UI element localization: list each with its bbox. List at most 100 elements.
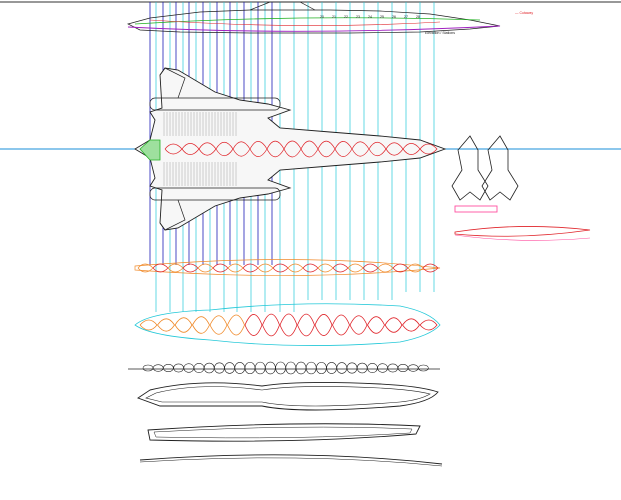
spine-ring <box>234 362 246 374</box>
side-frame-rings <box>137 263 439 273</box>
spine-ring <box>356 362 368 374</box>
spine-ring <box>183 363 195 373</box>
side-frame-ring <box>242 263 259 273</box>
thin-curve-part-2 <box>139 457 443 467</box>
lens-frame-ring <box>227 314 245 336</box>
side-frame-ring <box>152 263 169 273</box>
spine-ring <box>407 364 419 372</box>
spine-ring <box>275 361 286 375</box>
legend-note: — Cutaway <box>515 11 533 15</box>
station-label: 28 <box>416 15 420 19</box>
detail-bracket-left <box>451 135 489 201</box>
side-frame-ring <box>377 263 394 273</box>
lens-frame-ring <box>279 313 298 337</box>
spine-ring <box>367 363 378 373</box>
fuselage-plan-outline <box>134 303 441 346</box>
thin-curve-part[interactable] <box>139 454 443 465</box>
spine-ring <box>244 361 256 375</box>
station-label: 27 <box>404 15 408 19</box>
side-frame-ring <box>212 263 229 273</box>
spine-ring <box>295 361 307 375</box>
station-label: 23 <box>356 15 360 19</box>
spine-ring <box>285 361 297 375</box>
side-frame-ring <box>332 263 349 273</box>
side-frame-ring <box>422 263 439 273</box>
long-strip-part[interactable] <box>147 423 421 442</box>
keel-inner-outline <box>145 386 431 407</box>
lens-frame-rings <box>139 313 438 337</box>
detail-pink-spar <box>454 226 591 237</box>
spine-ring <box>163 364 174 372</box>
spine-chain-part[interactable] <box>128 361 440 375</box>
side-frame-ring <box>257 263 274 273</box>
detail-bracket-right <box>481 135 519 201</box>
station-label: 20 <box>320 15 324 19</box>
plan-ribs <box>163 112 237 186</box>
side-canopy <box>249 1 316 11</box>
detail-pink-plate <box>454 205 498 213</box>
spine-ring <box>214 362 225 374</box>
fuselage-plan-frames[interactable] <box>134 303 441 346</box>
spine-ring <box>397 364 409 372</box>
lens-frame-ring <box>332 314 350 336</box>
plan-fuselage-frames <box>164 140 438 158</box>
side-frame-ring <box>227 263 244 273</box>
side-frame-ring <box>362 263 379 273</box>
left-nacelle <box>149 97 281 111</box>
station-label: 22 <box>344 15 348 19</box>
spine-ring <box>203 362 215 374</box>
side-green-profile <box>134 17 481 25</box>
spine-ring <box>193 363 205 373</box>
station-label: 25 <box>380 15 384 19</box>
lens-frame-ring <box>349 315 368 335</box>
side-frame-ring <box>272 263 289 273</box>
spine-ring <box>305 361 317 375</box>
lens-frame-ring <box>157 318 175 332</box>
lens-frame-ring <box>209 315 228 335</box>
spine-ring <box>346 362 358 374</box>
lens-frame-ring <box>244 314 263 336</box>
side-frame-ring <box>302 263 319 273</box>
spine-ring <box>224 362 235 374</box>
lens-frame-ring <box>384 317 403 333</box>
long-strip-inner <box>153 426 413 439</box>
lens-frame-ring <box>314 314 333 336</box>
lens-frame-ring <box>192 316 210 334</box>
lens-frame-ring <box>419 319 438 331</box>
station-label: 24 <box>368 15 372 19</box>
fuselage-side-outline <box>134 259 441 276</box>
side-red-profile <box>149 19 441 26</box>
plan-view-aircraft[interactable] <box>134 67 447 231</box>
spine-ring <box>326 362 337 374</box>
side-frame-ring <box>197 263 214 273</box>
spine-chain-rings <box>142 361 429 375</box>
side-purple-profile <box>127 25 501 32</box>
keel-outline-part[interactable] <box>137 381 439 411</box>
lens-frame-ring <box>262 313 280 337</box>
left-tail <box>159 67 186 99</box>
fuselage-frame <box>419 143 438 155</box>
side-frame-ring <box>317 263 334 273</box>
station-label: 26 <box>392 15 396 19</box>
spine-ring <box>142 364 154 372</box>
spine-ring <box>418 364 429 372</box>
plan-outline <box>134 67 447 231</box>
lens-frame-ring <box>402 318 420 332</box>
spine-ring <box>387 363 399 373</box>
side-frame-ring <box>287 263 304 273</box>
spine-ring <box>377 363 388 373</box>
fuselage-side-frames[interactable] <box>134 259 441 276</box>
lens-frame-ring <box>139 319 158 331</box>
lens-frame-ring <box>297 313 315 337</box>
spine-ring <box>254 361 266 375</box>
detail-parts[interactable] <box>451 135 591 241</box>
lens-frame-ring <box>367 316 385 334</box>
right-nacelle <box>149 187 281 201</box>
spine-ring <box>265 361 276 375</box>
right-tail <box>159 199 186 231</box>
lens-frame-ring <box>174 317 193 333</box>
spine-ring <box>316 361 327 375</box>
side-fuselage-outline <box>127 9 501 34</box>
